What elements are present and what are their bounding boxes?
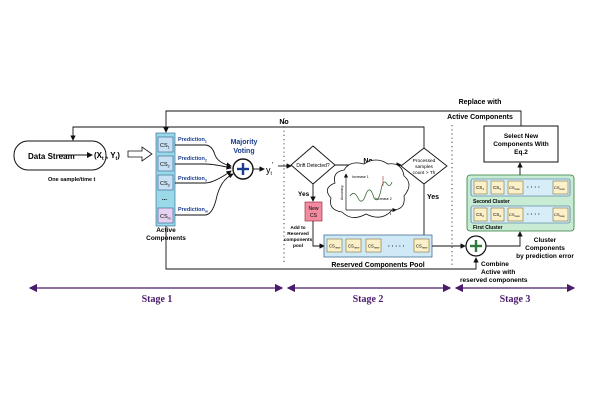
svg-text:CSnew: CSnew [509, 212, 521, 218]
first-cluster-ellipsis: · · · · [527, 212, 540, 218]
stage-1-label: Stage 1 [142, 294, 173, 305]
new-cs-label-2: CS [310, 213, 318, 219]
second-cluster-cs-3: CSnew [507, 180, 524, 195]
cluster-caption-1: Cluster [534, 237, 557, 244]
cs-box-1: CS1 [157, 136, 174, 153]
cluster-caption-2: Components [525, 245, 565, 252]
svg-text:CSnew: CSnew [329, 244, 341, 250]
first-cluster-cs-3: CSnew [507, 207, 524, 222]
select-box [483, 125, 559, 163]
stage-3-label: Stage 3 [500, 294, 531, 305]
second-cluster-cs-1: CS1 [473, 180, 488, 195]
sample-notation: (Xt , Yt) [94, 151, 120, 162]
prediction-arrow-2 [175, 163, 232, 170]
combine-label-3: reserved components [460, 277, 528, 284]
svg-text:CSnew: CSnew [554, 212, 566, 218]
cluster-caption-3: by prediction error [516, 253, 574, 260]
drift-detected-label: Drift Detected? [296, 163, 330, 169]
cs-box-m: CSm [157, 207, 174, 224]
loop-back-arrow [70, 126, 425, 148]
second-cluster-cs-4: CSnew [552, 180, 569, 195]
prediction-label-3: Prediction3 [178, 176, 207, 183]
add-label-2: Reserved [287, 231, 309, 237]
replace-label-1: Replace with [459, 99, 502, 106]
svg-text:CS1: CS1 [476, 185, 484, 191]
svg-text:CSm: CSm [160, 214, 171, 221]
first-cluster-label: First Cluster [473, 225, 503, 231]
second-cluster-label: Second Cluster [473, 199, 510, 205]
sample-caption: One sample/time t [48, 177, 96, 183]
prediction-arrow-m [175, 173, 234, 216]
svg-text:CS1: CS1 [160, 143, 170, 150]
second-cluster-cs-2: CS3 [490, 180, 505, 195]
replace-label-2: Active Components [447, 114, 513, 121]
stage-2-label: Stage 2 [353, 294, 384, 305]
prediction-arrow-1 [175, 144, 232, 168]
svg-text:CS3: CS3 [160, 181, 170, 188]
inset-increase-2: Increase 2 [375, 197, 392, 201]
prediction-label-2: Prediction2 [178, 156, 207, 163]
cs-ellipsis: ... [162, 196, 167, 202]
first-cluster-cs-4: CSnew [552, 207, 569, 222]
svg-text:CSnew: CSnew [416, 244, 428, 250]
reserved-cs-1: CSnew [326, 238, 343, 253]
reserved-cs-2: CSnew [345, 238, 362, 253]
voting-output: yt' [266, 162, 273, 177]
processed-label-1: Processed [413, 158, 436, 164]
svg-text:CS3: CS3 [493, 185, 501, 191]
select-label-3: Eq.2 [514, 149, 528, 156]
cs-box-3: CS3 [157, 174, 174, 191]
inset-increase-1: Increase 1 [352, 175, 369, 179]
inset-xlabel: t [390, 211, 392, 216]
new-cs-label-1: New [308, 206, 318, 212]
add-label-1: Add to [290, 225, 305, 231]
loop-no-label: No [279, 119, 288, 126]
drift-yes-label: Yes [298, 191, 310, 198]
svg-text:CSnew: CSnew [509, 185, 521, 191]
new-cs-box [304, 201, 323, 222]
prediction-label-1: Prediction1 [178, 137, 207, 144]
cs-box-2: CS2 [157, 155, 174, 172]
replace-arrow [163, 110, 522, 133]
new-cs-to-pool-arrow [312, 221, 325, 249]
first-cluster-cs-2: CS4 [490, 207, 505, 222]
add-label-3: components [284, 237, 313, 243]
active-to-combine-arrow [165, 226, 479, 270]
majority-voting-label-2: Voting [233, 148, 254, 155]
reserved-pool-label: Reserved Components Pool [331, 262, 424, 269]
prediction-label-m: Predictionm [178, 207, 208, 214]
data-stream-label: Data Stream [28, 152, 75, 161]
inset-accuracy-curve [349, 181, 393, 202]
combine-to-clusters-arrow [486, 231, 523, 247]
svg-text:CSnew: CSnew [368, 244, 380, 250]
select-label-2: Components With [493, 141, 549, 148]
processed-label-3: count > Th [413, 170, 436, 176]
reserved-cs-3: CSnew [365, 238, 382, 253]
svg-text:CSnew: CSnew [348, 244, 360, 250]
reserved-cs-4: CSnew [413, 238, 430, 253]
majority-voting-label-1: Majority [231, 139, 258, 146]
inset-ylabel: Accuracy [340, 185, 344, 200]
prediction-arrow-3 [175, 170, 232, 184]
second-cluster-ellipsis: · · · · [527, 185, 540, 191]
processed-yes-label: Yes [427, 194, 439, 201]
svg-text:CSnew: CSnew [554, 185, 566, 191]
svg-text:CS2: CS2 [476, 212, 484, 218]
first-cluster-cs-1: CS2 [473, 207, 488, 222]
svg-text:CS4: CS4 [493, 212, 501, 218]
svg-text:CS2: CS2 [160, 162, 170, 169]
combine-label-2: Active with [481, 269, 515, 276]
select-label-1: Select New [504, 133, 539, 140]
reserved-ellipsis: · · · · · [388, 244, 405, 250]
combine-label-1: Combine [481, 261, 509, 268]
processed-label-2: samples [415, 164, 433, 170]
add-label-4: pool [293, 243, 303, 249]
hollow-arrow [127, 146, 153, 162]
